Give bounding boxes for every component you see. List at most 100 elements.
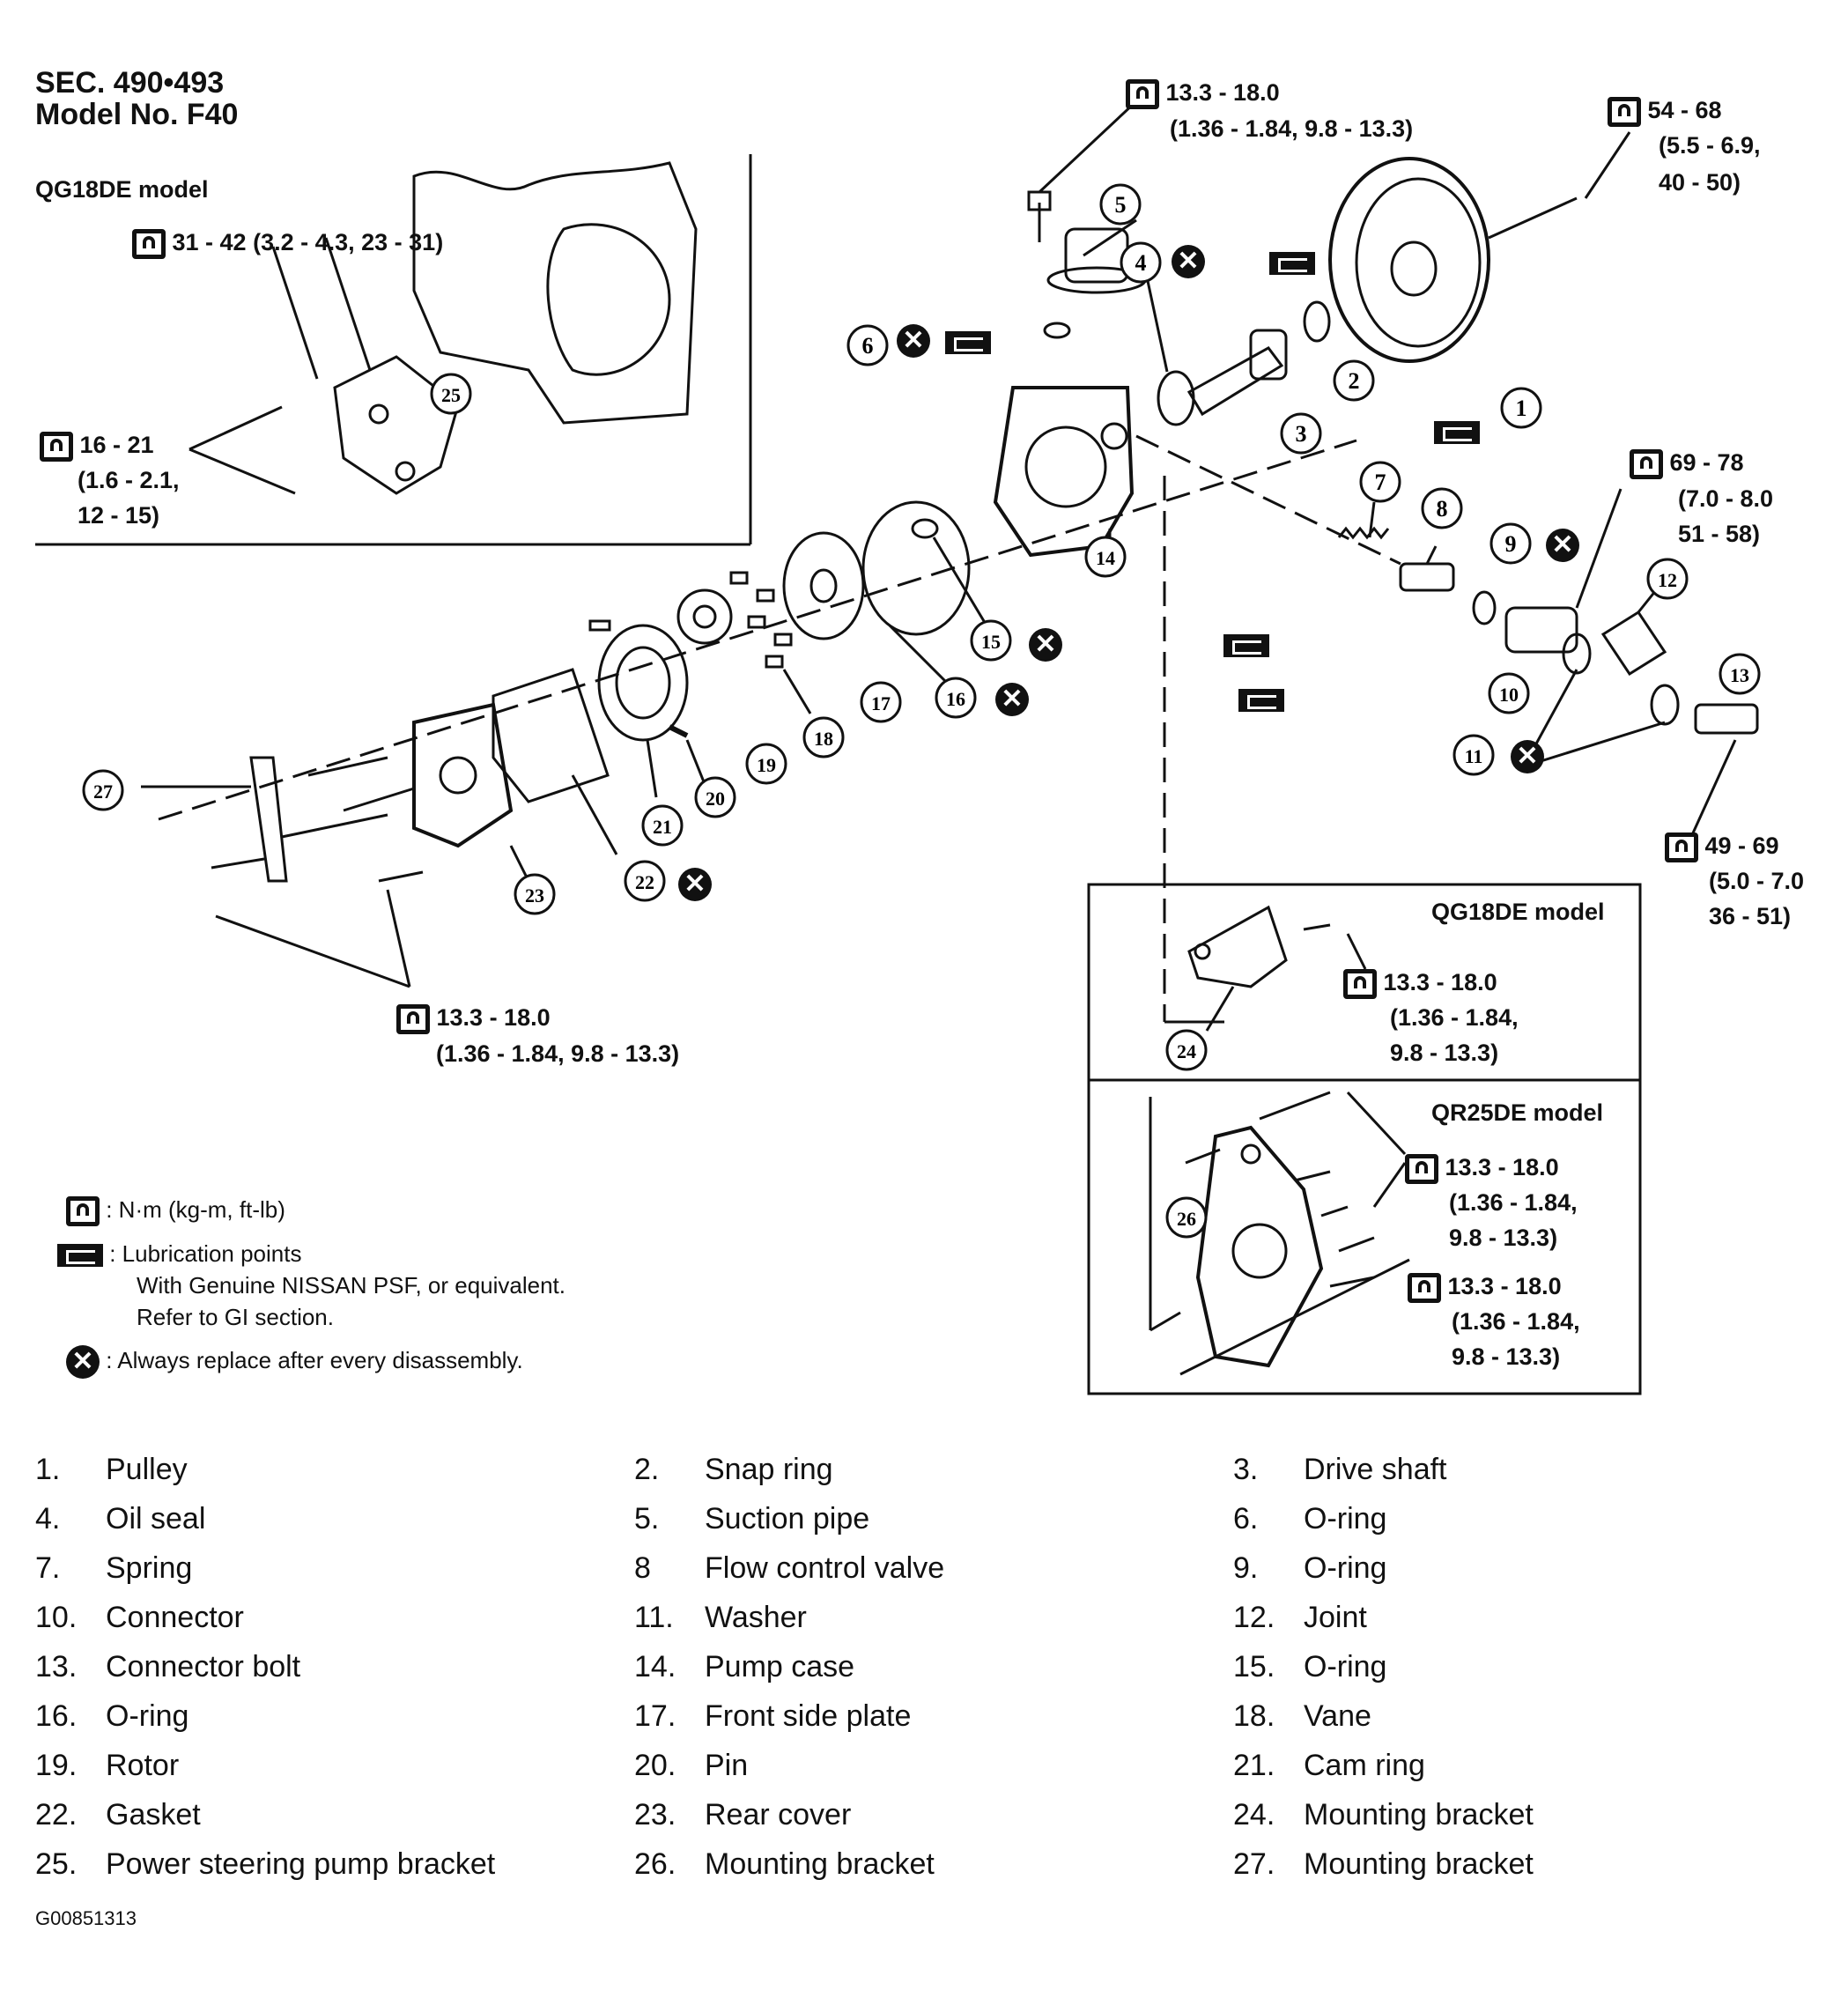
part-item: 5.Suction pipe [634, 1501, 870, 1536]
parts-row: 10.Connector 11.Washer 12.Joint [35, 1593, 1832, 1642]
always-replace-icon: ✕ [678, 868, 712, 901]
part-item: 26.Mounting bracket [634, 1846, 935, 1881]
callout-number: 6 [862, 333, 874, 359]
part-item: 17.Front side plate [634, 1698, 912, 1733]
torque-spec-bracket-26-upper: 13.3 - 18.0 [1405, 1150, 1559, 1185]
callout-12: 12 [1646, 558, 1689, 600]
callout-circle [694, 776, 736, 818]
torque-wrench-icon [1405, 1153, 1438, 1184]
callout-5: 5 [1099, 183, 1142, 226]
callout-circle [970, 619, 1012, 662]
callout-1: 1 [1500, 387, 1542, 429]
torque-spec-rear-cover: 13.3 - 18.0 [396, 1000, 551, 1035]
part-item: 27.Mounting bracket [1233, 1846, 1534, 1881]
callout-circle [1099, 183, 1142, 226]
torque-spec-connector-bolt: 49 - 69 [1665, 828, 1779, 863]
torque-wrench-icon [1630, 448, 1663, 479]
legend-torque: : N·m (kg-m, ft-lb) [66, 1194, 285, 1227]
callout-22: 22 [624, 860, 666, 902]
torque-wrench-icon [1608, 96, 1641, 127]
always-replace-icon: ✕ [1029, 628, 1062, 662]
callout-circle [641, 804, 684, 847]
callout-circle [1453, 734, 1495, 776]
always-replace-icon: ✕ [66, 1345, 100, 1380]
torque-wrench-icon [396, 1003, 430, 1034]
callout-8: 8 [1421, 487, 1463, 529]
callout-circle [1646, 558, 1689, 600]
callout-27: 27 [82, 769, 124, 811]
callout-14: 14 [1084, 536, 1127, 578]
torque-spec-connector-kgm: (7.0 - 8.0 [1678, 485, 1774, 512]
lubrication-icon [1238, 689, 1284, 712]
legend-lubrication: : Lubrication points [57, 1238, 301, 1269]
callout-circle [514, 873, 556, 915]
callout-number: 13 [1730, 664, 1749, 686]
torque-spec-suction-bolt-alt: (1.36 - 1.84, 9.8 - 13.3) [1170, 115, 1414, 142]
lubrication-icon [1433, 421, 1480, 444]
inset-title-qg18de-bracket: QG18DE model [1431, 899, 1605, 925]
callout-25: 25 [430, 373, 472, 415]
torque-wrench-icon [40, 431, 73, 462]
part-item: 23.Rear cover [634, 1797, 852, 1832]
callout-circle [1500, 387, 1542, 429]
callout-2: 2 [1333, 359, 1375, 402]
torque-spec-suction-bolt: 13.3 - 18.0 [1126, 75, 1280, 110]
torque-wrench-icon [132, 228, 166, 259]
callout-circle [1120, 241, 1162, 284]
figure-id: G00851313 [35, 1907, 137, 1929]
torque-wrench-icon [1408, 1272, 1441, 1303]
callout-number: 21 [653, 816, 672, 838]
callout-number: 2 [1349, 368, 1360, 394]
callout-circle [1719, 653, 1761, 695]
torque-spec-connector-ftlb: 51 - 58) [1678, 521, 1761, 547]
callout-11: 11 [1453, 734, 1495, 776]
callout-number: 17 [871, 692, 891, 714]
callout-number: 24 [1177, 1040, 1196, 1062]
torque-spec-bracket-24-ftlb: 9.8 - 13.3) [1390, 1040, 1499, 1066]
part-item: 4.Oil seal [35, 1501, 206, 1536]
always-replace-icon: ✕ [897, 324, 930, 358]
section-number: SEC. 490•493 [35, 66, 225, 100]
callout-circle [82, 769, 124, 811]
part-item: 22.Gasket [35, 1797, 201, 1832]
callout-17: 17 [860, 681, 902, 723]
callout-circle [935, 677, 977, 719]
callout-circle [1165, 1029, 1208, 1071]
callout-19: 19 [745, 743, 787, 785]
part-item: 1.Pulley [35, 1452, 188, 1486]
part-item: 14.Pump case [634, 1649, 855, 1684]
parts-row: 4.Oil seal 5.Suction pipe 6.O-ring [35, 1494, 1832, 1543]
callout-number: 5 [1115, 192, 1127, 218]
torque-spec-connector-bolt-kgm: (5.0 - 7.0 [1709, 868, 1805, 894]
always-replace-icon: ✕ [1172, 245, 1205, 278]
callout-number: 16 [946, 688, 965, 710]
callout-10: 10 [1488, 672, 1530, 714]
inset-title-qg18de: QG18DE model [35, 176, 209, 203]
callout-number: 18 [814, 728, 833, 750]
parts-row: 13.Connector bolt 14.Pump case 15.O-ring [35, 1642, 1832, 1691]
part-item: 15.O-ring [1233, 1649, 1387, 1684]
torque-spec-pulley-nut: 54 - 68 [1608, 92, 1722, 128]
callout-24: 24 [1165, 1029, 1208, 1071]
torque-spec-pulley-nut-kgm: (5.5 - 6.9, [1659, 132, 1761, 159]
callout-18: 18 [802, 716, 845, 758]
lubrication-icon [945, 331, 991, 354]
callout-circle [1489, 522, 1532, 565]
parts-list: 1.Pulley 2.Snap ring 3.Drive shaft 4.Oil… [35, 1445, 1832, 1889]
lubrication-icon [57, 1244, 103, 1268]
callout-circle [1421, 487, 1463, 529]
callout-circle [1084, 536, 1127, 578]
legend-replace: ✕ : Always replace after every disassemb… [66, 1344, 523, 1380]
part-item: 3.Drive shaft [1233, 1452, 1447, 1486]
lubrication-icon [1269, 252, 1316, 275]
part-item: 13.Connector bolt [35, 1649, 301, 1684]
callout-number: 26 [1177, 1208, 1196, 1230]
part-item: 24.Mounting bracket [1233, 1797, 1534, 1832]
part-item: 18.Vane [1233, 1698, 1371, 1733]
callout-circle [430, 373, 472, 415]
callout-number: 11 [1465, 745, 1483, 767]
torque-spec-bracket-26-lower-kgm: (1.36 - 1.84, [1452, 1308, 1580, 1335]
callout-number: 12 [1658, 569, 1677, 591]
